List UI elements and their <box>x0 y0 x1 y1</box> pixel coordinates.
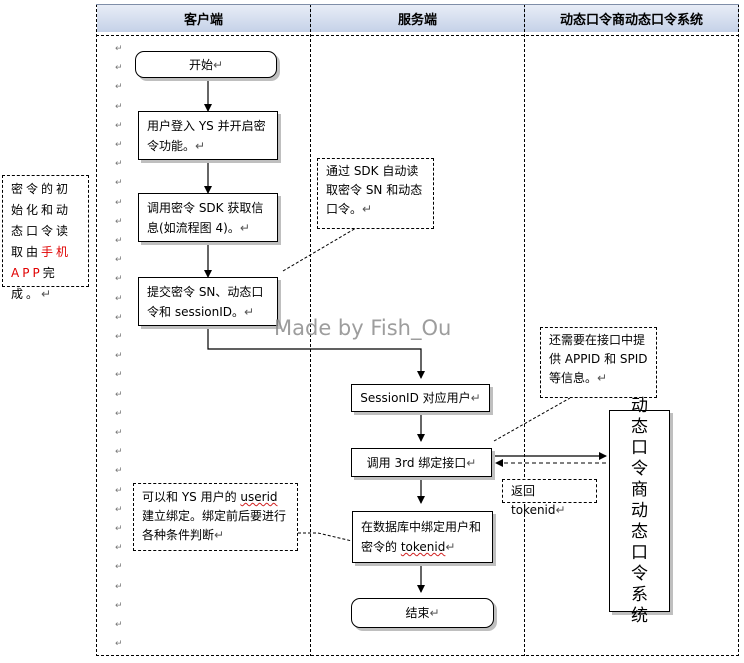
paragraph-mark: ↵ <box>115 485 123 496</box>
paragraph-mark: ↵ <box>115 312 123 323</box>
paragraph-mark: ↵ <box>115 389 123 400</box>
note-userid: 可以和 YS 用户的 userid 建立绑定。绑定前后要进行各种条件判断↵ <box>133 483 298 551</box>
lane-header-server: 服务端 <box>311 4 525 32</box>
note-init: 密令的初始化和动态口令读取由手机 APP完成。↵ <box>2 175 89 301</box>
paragraph-mark: ↵ <box>115 216 123 227</box>
step-session-user: SessionID 对应用户↵ <box>351 384 490 412</box>
vendor-system-box: 动态口令商动态口令系统 <box>609 396 670 626</box>
note-need-more: 还需要在接口中提供 APPID 和 SPID 等信息。↵ <box>540 327 657 398</box>
paragraph-mark: ↵ <box>115 428 123 439</box>
paragraph-mark: ↵ <box>115 197 123 208</box>
lane-header-vendor: 动态口令商动态口令系统 <box>525 4 739 32</box>
lane-header-client: 客户端 <box>97 4 311 32</box>
paragraph-mark: ↵ <box>115 120 123 131</box>
watermark: Made by Fish_Ou <box>274 316 452 340</box>
paragraph-mark: ↵ <box>115 332 123 343</box>
paragraph-mark: ↵ <box>115 293 123 304</box>
paragraph-mark: ↵ <box>115 581 123 592</box>
paragraph-mark: ↵ <box>115 370 123 381</box>
paragraph-mark: ↵ <box>115 600 123 611</box>
paragraph-mark: ↵ <box>115 178 123 189</box>
paragraph-mark: ↵ <box>115 159 123 170</box>
paragraph-mark: ↵ <box>115 44 123 54</box>
paragraph-mark: ↵ <box>115 639 123 650</box>
paragraph-mark: ↵ <box>115 255 123 266</box>
step-login: 用户登入 YS 并开启密令功能。↵ <box>138 111 278 160</box>
step-end: 结束↵ <box>351 598 494 628</box>
note-sdk-auto: 通过 SDK 自动读取密令 SN 和动态口令。↵ <box>317 158 434 229</box>
paragraph-mark: ↵ <box>115 101 123 112</box>
paragraph-mark: ↵ <box>115 351 123 362</box>
paragraph-mark: ↵ <box>115 140 123 151</box>
note-return-tokenid: 返回 tokenid↵ <box>502 479 597 517</box>
paragraph-mark: ↵ <box>115 524 123 535</box>
paragraph-mark: ↵ <box>115 562 123 573</box>
step-call-sdk: 调用密令 SDK 获取信息(如流程图 4)。↵ <box>138 193 278 242</box>
paragraph-mark: ↵ <box>115 236 123 247</box>
paragraph-mark: ↵ <box>115 504 123 515</box>
paragraph-mark: ↵ <box>115 447 123 458</box>
paragraph-marks: ↵ ↵ ↵ ↵ ↵ ↵ ↵ ↵ ↵ ↵ ↵ ↵ ↵ ↵ ↵ ↵ ↵ ↵ ↵ ↵ ↵ ↵ ↵ ↵ ↵ ↵ ↵ ↵ ↵ ↵ ↵ ↵ <box>115 40 125 655</box>
paragraph-mark: ↵ <box>115 620 123 631</box>
step-start: 开始↵ <box>135 51 277 78</box>
paragraph-mark: ↵ <box>115 274 123 285</box>
step-call-3rd: 调用 3rd 绑定接口↵ <box>351 448 492 477</box>
step-submit: 提交密令 SN、动态口令和 sessionID。↵ <box>138 277 278 326</box>
paragraph-mark: ↵ <box>115 408 123 419</box>
step-bind-db: 在数据库中绑定用户和密令的 tokenid↵ <box>352 511 493 563</box>
paragraph-mark: ↵ <box>115 82 123 93</box>
paragraph-mark: ↵ <box>115 543 123 554</box>
paragraph-mark: ↵ <box>115 63 123 74</box>
paragraph-mark: ↵ <box>115 466 123 477</box>
